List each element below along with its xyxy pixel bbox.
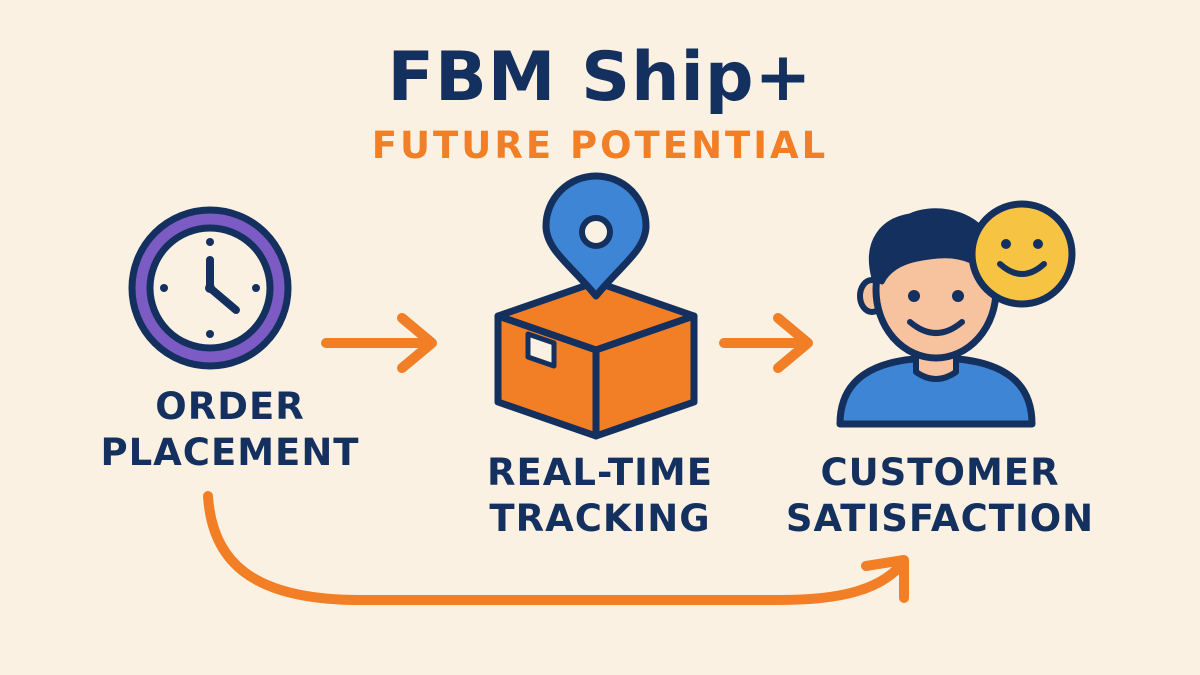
- stage-label-customer-satisfaction: CUSTOMER SATISFACTION: [700, 450, 1180, 542]
- stage-label-line: TRACKING: [489, 497, 711, 540]
- curved-arrow-order-to-customer: [203, 491, 909, 605]
- arrow-tracking-to-customer: [719, 313, 813, 373]
- stage-label-line: CUSTOMER: [820, 451, 1060, 494]
- happy-customer-icon: [836, 200, 1076, 428]
- stage-label-order-placement: ORDER PLACEMENT: [30, 384, 430, 476]
- diagram-title: FBM Ship+: [387, 38, 813, 117]
- stage-label-real-time-tracking: REAL-TIME TRACKING: [390, 450, 810, 542]
- stage-label-line: SATISFACTION: [785, 497, 1095, 540]
- stage-label-line: ORDER: [155, 385, 305, 428]
- stage-label-line: REAL-TIME: [487, 451, 713, 494]
- package-location-icon: [494, 172, 698, 440]
- arrow-order-to-tracking: [321, 313, 437, 373]
- diagram-subtitle: FUTURE POTENTIAL: [371, 124, 829, 167]
- stage-label-line: PLACEMENT: [100, 431, 360, 474]
- clock-icon: [128, 206, 292, 370]
